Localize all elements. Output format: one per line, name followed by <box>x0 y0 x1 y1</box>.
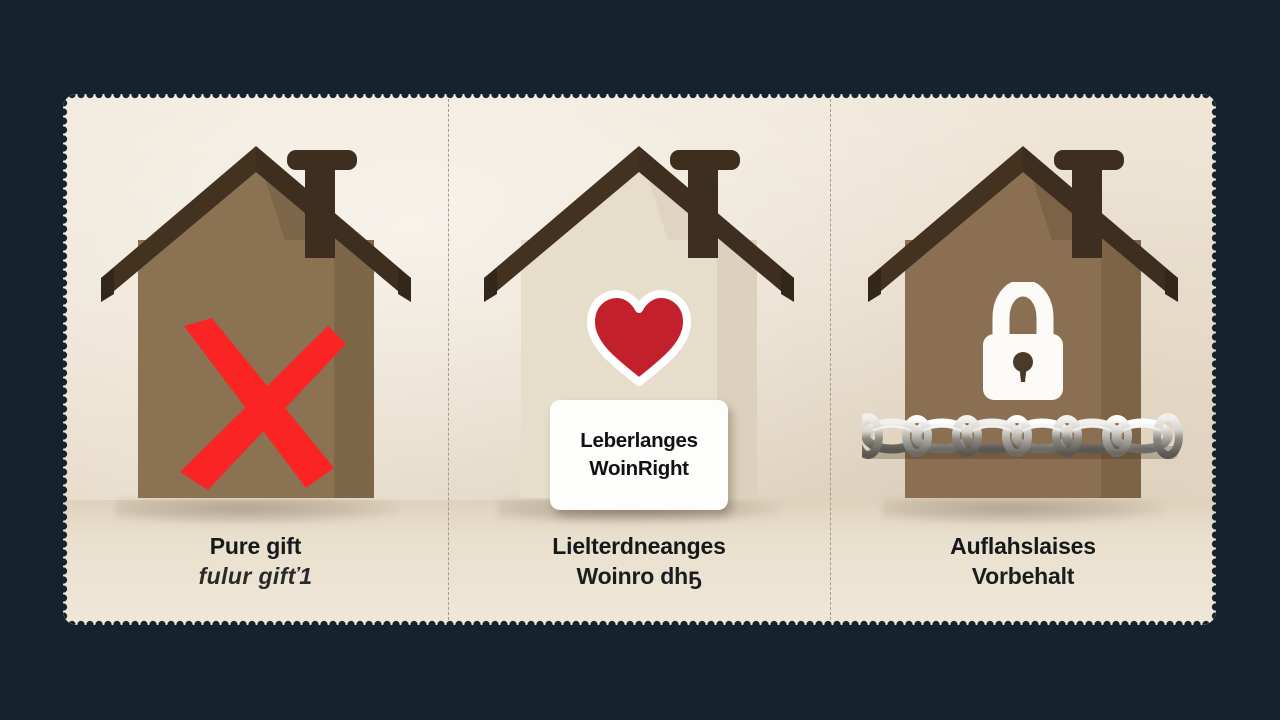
house-sign[interactable]: Leberlanges WoinRight <box>550 400 728 510</box>
house-illustration-2: Leberlanges WoinRight <box>484 142 794 524</box>
panel-pure-gift[interactable]: Pure gift fulur gifť1 <box>63 94 448 625</box>
panel-lifelong-living-right[interactable]: Leberlanges WoinRight Lielterdneanges Wo… <box>448 94 830 625</box>
house-illustration-3 <box>853 142 1183 524</box>
caption-secondary-3: Vorbehalt <box>971 562 1075 589</box>
caption-secondary-2: Woinro dhҕ <box>576 562 702 589</box>
caption-panel-2: Lielterdneanges Woinro dhҕ <box>448 532 830 592</box>
sign-line-1: Leberlanges <box>580 428 698 452</box>
panel-divider-2 <box>830 94 831 625</box>
caption-primary-1: Pure gift <box>209 533 302 559</box>
red-x-icon <box>166 318 346 501</box>
steel-chain-icon <box>853 404 1184 475</box>
caption-panel-3: Auflahslaises Vorbehalt <box>830 532 1216 592</box>
roof-1 <box>100 142 411 302</box>
caption-secondary-1: fulur gifť1 <box>198 562 313 589</box>
sign-line-2: WoinRight <box>589 457 689 480</box>
roof-3 <box>868 142 1178 302</box>
house-ground-shadow <box>114 498 399 524</box>
caption-panel-1: Pure gift fulur gifť1 <box>63 532 448 592</box>
caption-primary-2: Lielterdneanges <box>552 533 726 559</box>
white-padlock-icon <box>975 279 1071 411</box>
house-ground-shadow <box>882 498 1166 524</box>
roof-2 <box>484 142 794 302</box>
red-heart-icon <box>587 290 691 391</box>
paper-card: Pure gift fulur gifť1 <box>63 94 1216 625</box>
panel-conditional-reservation[interactable]: Auflahslaises Vorbehalt <box>830 94 1216 625</box>
panel-divider-1 <box>448 94 449 625</box>
caption-primary-3: Auflahslaises <box>950 533 1096 559</box>
house-illustration-1 <box>100 142 411 524</box>
